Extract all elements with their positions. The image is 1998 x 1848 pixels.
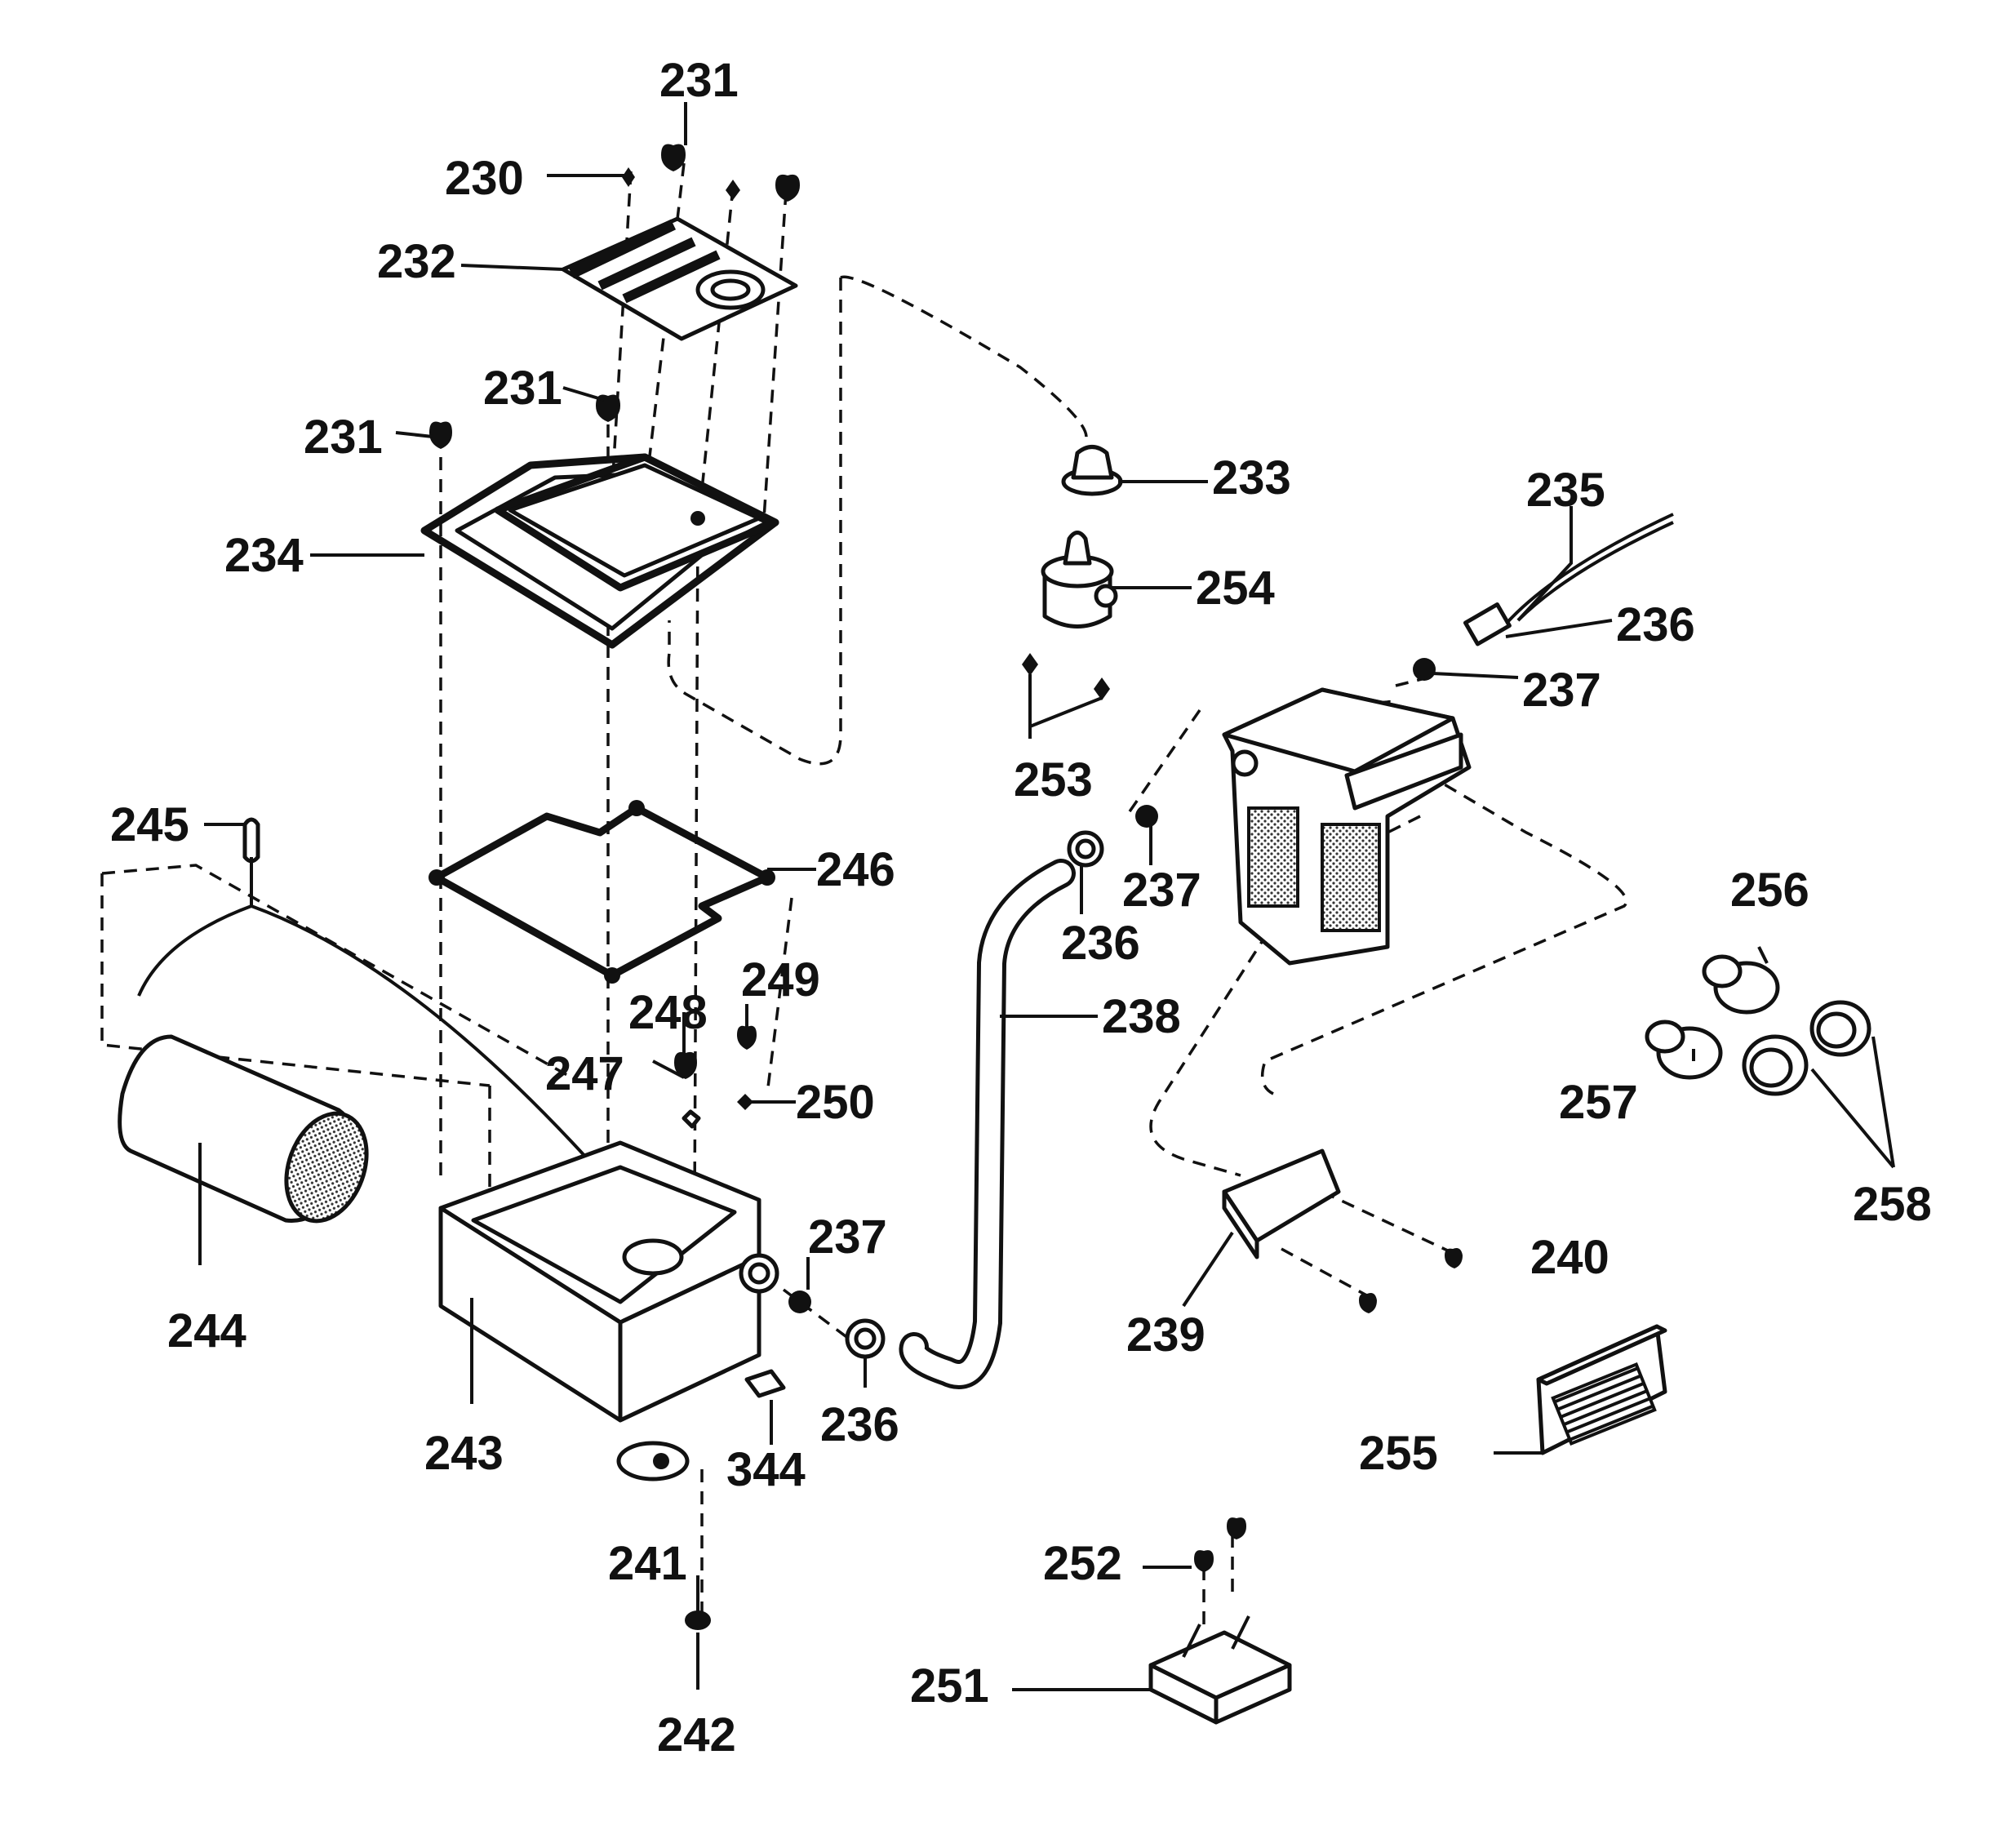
label-244: 244	[167, 1304, 246, 1357]
caps-258	[1742, 1000, 1871, 1096]
box-243	[438, 1140, 779, 1423]
screw-248	[674, 1051, 697, 1079]
nut-237-top	[1413, 658, 1436, 681]
label-239: 239	[1126, 1308, 1205, 1362]
label-252: 252	[1043, 1537, 1122, 1590]
washer-247	[682, 1109, 701, 1129]
cap-233	[1061, 445, 1123, 496]
label-253: 253	[1014, 753, 1093, 806]
label-247: 247	[545, 1047, 624, 1100]
label-236-top: 236	[1616, 598, 1695, 651]
screws-253	[1022, 653, 1110, 700]
label-344: 344	[726, 1443, 806, 1496]
label-243: 243	[424, 1427, 504, 1480]
label-255: 255	[1359, 1427, 1438, 1480]
screw-small-top	[726, 180, 740, 200]
fitting-236-low	[845, 1318, 886, 1359]
clip-344	[744, 1369, 786, 1398]
label-245: 245	[110, 798, 189, 851]
screw-231-top	[661, 144, 686, 171]
label-231-left: 231	[304, 411, 383, 464]
module-255	[1536, 1324, 1667, 1455]
fitting-236-mid	[1067, 830, 1104, 868]
knob-257	[1645, 1020, 1723, 1080]
leader-lines	[198, 102, 1895, 1691]
label-249: 249	[741, 953, 820, 1006]
label-254: 254	[1196, 562, 1275, 615]
terminal-239	[1222, 1148, 1341, 1259]
label-237-top: 237	[1522, 664, 1601, 717]
label-258: 258	[1853, 1178, 1932, 1231]
tube-238	[899, 859, 1076, 1389]
label-236-low: 236	[820, 1398, 899, 1451]
label-235: 235	[1526, 464, 1605, 517]
screw-231-mid	[596, 394, 620, 422]
label-232: 232	[377, 235, 456, 288]
screw-249	[737, 1025, 757, 1050]
label-241: 241	[608, 1537, 687, 1590]
screw-top-right	[775, 174, 800, 202]
label-237-mid: 237	[1122, 864, 1201, 917]
label-238: 238	[1102, 990, 1181, 1043]
label-231-mid: 231	[483, 362, 562, 415]
label-242: 242	[657, 1708, 736, 1761]
label-257: 257	[1559, 1076, 1638, 1129]
label-256: 256	[1730, 864, 1809, 917]
label-236-mid: 236	[1061, 917, 1140, 970]
screws-240	[1359, 1248, 1463, 1313]
nut-241	[685, 1610, 711, 1630]
part-labels: 231 230 232 231 231 233 234 254 235 236 …	[110, 54, 1932, 1761]
nut-237-mid	[1135, 805, 1158, 828]
base-knob	[616, 1441, 690, 1482]
probe-245	[137, 817, 589, 1161]
screw-231-left	[429, 421, 452, 449]
cover-frame-234	[420, 453, 779, 649]
label-237-low: 237	[808, 1211, 887, 1264]
label-234: 234	[224, 529, 304, 582]
label-233: 233	[1212, 451, 1291, 504]
label-251: 251	[910, 1659, 989, 1713]
control-housing	[1222, 687, 1472, 966]
knob-256	[1702, 954, 1780, 1015]
cylinder-244	[118, 1034, 369, 1224]
label-231-top: 231	[659, 54, 739, 107]
gasket-246	[428, 800, 775, 984]
label-248: 248	[628, 986, 708, 1039]
pump-254	[1041, 531, 1118, 629]
label-230: 230	[445, 152, 524, 205]
block-251	[1148, 1615, 1292, 1725]
nut-237-low	[788, 1290, 811, 1313]
screws-252	[1194, 1517, 1246, 1572]
label-240: 240	[1530, 1231, 1610, 1284]
label-246: 246	[816, 843, 895, 896]
label-250: 250	[796, 1076, 875, 1129]
panel-plate-232	[561, 216, 798, 341]
